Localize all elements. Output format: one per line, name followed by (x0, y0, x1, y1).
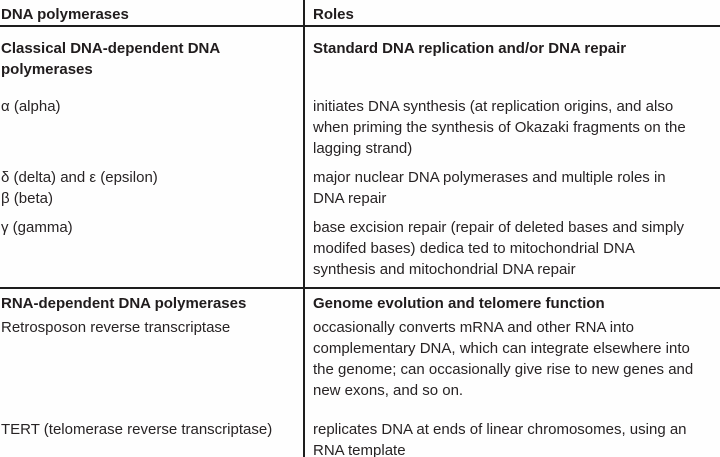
polymerase-cell: γ (gamma) (1, 219, 73, 236)
role-cell: occasionally converts mRNA and other RNA… (313, 319, 694, 399)
role-cell: Genome evolution and telomere function (313, 295, 605, 312)
table-row-tert: TERT (telomerase reverse transcriptase) … (0, 418, 720, 457)
table-row-gamma: γ (gamma) base excision repair (repair o… (0, 216, 720, 287)
table-header-row: DNA polymerases Roles (0, 0, 720, 27)
table-row-alpha: α (alpha) initiates DNA synthesis (at re… (0, 95, 720, 166)
table-row-delta-epsilon-beta: δ (delta) and ε (epsilon) β (beta) major… (0, 166, 720, 216)
polymerase-cell: Retrosposon reverse transcriptase (1, 319, 231, 336)
polymerase-cell: RNA-dependent DNA polymerases (1, 295, 247, 312)
role-cell: Standard DNA replication and/or DNA repa… (313, 40, 627, 57)
polymerase-cell: α (alpha) (1, 98, 61, 115)
polymerase-cell: TERT (telomerase reverse transcriptase) (1, 421, 273, 438)
section1-header-row: Classical DNA-dependent DNA polymerases … (0, 27, 720, 95)
role-cell: base excision repair (repair of deleted … (313, 219, 685, 278)
role-cell: replicates DNA at ends of linear chromos… (313, 421, 687, 457)
role-cell: initiates DNA synthesis (at replication … (313, 98, 686, 157)
section2-header-row: RNA-dependent DNA polymerases Genome evo… (0, 289, 720, 316)
column-divider (303, 0, 305, 457)
polymerase-cell: δ (delta) and ε (epsilon) β (beta) (1, 169, 158, 207)
column-header-roles: Roles (313, 6, 354, 23)
role-cell: major nuclear DNA polymerases and multip… (313, 169, 666, 207)
section-divider (0, 287, 720, 289)
polymerase-cell: Classical DNA-dependent DNA polymerases (1, 40, 221, 78)
table-row-retrosposon: Retrosposon reverse transcriptase occasi… (0, 316, 720, 418)
column-header-polymerases: DNA polymerases (1, 6, 129, 23)
